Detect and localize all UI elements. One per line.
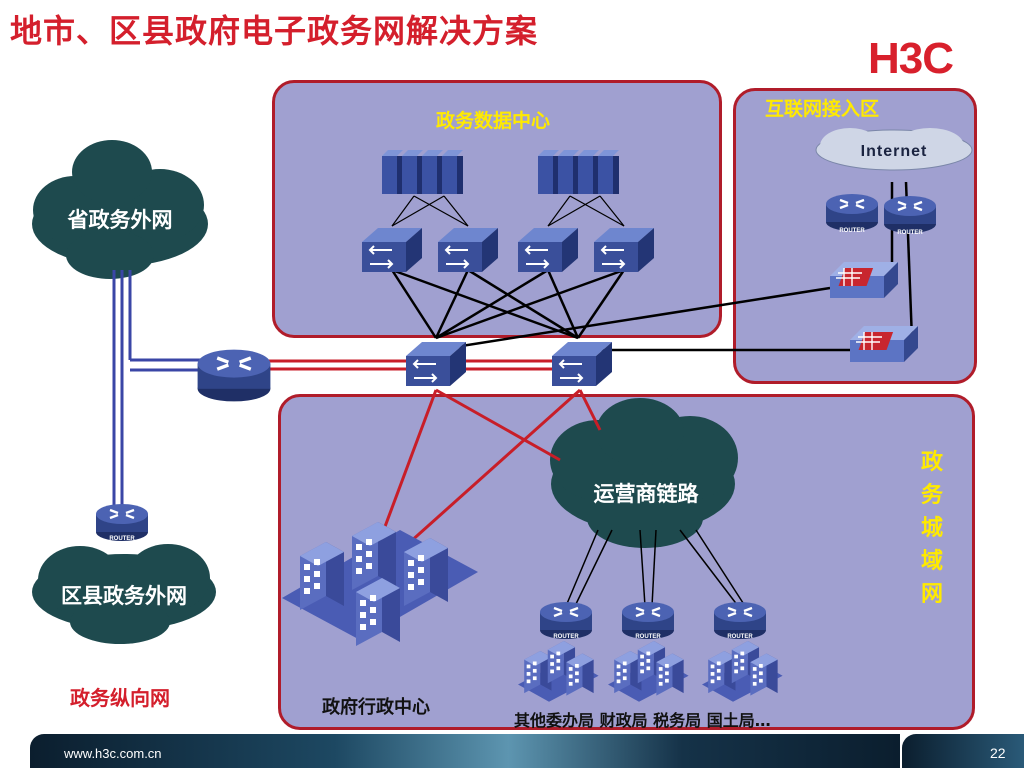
data-center-label: 政务数据中心 — [436, 110, 551, 132]
dc-switch-1 — [361, 227, 423, 273]
internet-cloud-label: Internet — [861, 143, 928, 160]
firewall-upper — [829, 261, 899, 299]
vertical-network-label: 政务纵向网 — [70, 686, 170, 710]
core-switch-right — [551, 341, 613, 387]
admin-center-buildings — [282, 522, 478, 646]
carrier-cloud-label: 运营商链路 — [593, 482, 699, 506]
bureau-buildings-3 — [702, 641, 783, 702]
provincial-cloud-label: 省政务外网 — [67, 208, 173, 232]
core-switch-left — [405, 341, 467, 387]
internet-router-1 — [824, 192, 880, 233]
page-number: 22 — [990, 745, 1006, 761]
internet-cloud — [815, 128, 973, 171]
metro-network-label: 政 务 城 域 网 — [920, 450, 943, 607]
router-caption: ROUTER — [839, 228, 865, 234]
county-cloud-label: 区县政务外网 — [61, 584, 187, 608]
router-caption: ROUTER — [219, 405, 249, 412]
bureaus-label: 其他委办局 财政局 税务局 国土局… — [514, 711, 771, 730]
dc-switch-2 — [437, 227, 499, 273]
router-caption: ROUTER — [553, 634, 579, 640]
provincial-router — [195, 347, 273, 404]
carrier-link-cloud — [550, 398, 738, 548]
router-caption: ROUTER — [635, 634, 661, 640]
server-rack-left — [382, 150, 463, 194]
h3c-logo: H3C — [868, 34, 954, 83]
county-network-cloud — [32, 544, 216, 644]
provincial-network-cloud — [32, 140, 208, 279]
data-center-zone — [272, 80, 722, 338]
dc-switch-4 — [593, 227, 655, 273]
carrier-to-bureau-links — [565, 529, 746, 607]
footer-bar-right — [902, 734, 1024, 768]
footer-url[interactable]: www.h3c.com.cn — [64, 746, 162, 761]
firewall-lower — [849, 325, 919, 363]
dc-switch-3 — [517, 227, 579, 273]
admin-center-label: 政府行政中心 — [322, 697, 430, 718]
internet-router-2 — [882, 194, 938, 235]
bureau-buildings-2 — [608, 641, 689, 702]
server-rack-right — [538, 150, 619, 194]
bureau-buildings-1 — [518, 641, 599, 702]
router-caption: ROUTER — [727, 634, 753, 640]
footer-bar — [30, 734, 900, 768]
server-links — [391, 195, 625, 227]
vertical-network-links — [112, 270, 204, 510]
internet-access-label: 互联网接入区 — [765, 98, 880, 120]
router-caption: ROUTER — [109, 536, 135, 542]
router-caption: ROUTER — [897, 230, 923, 236]
page-title: 地市、区县政府电子政务网解决方案 — [10, 12, 539, 50]
red-uplinks — [266, 359, 602, 562]
footer: www.h3c.com.cn 22 — [0, 728, 1024, 768]
